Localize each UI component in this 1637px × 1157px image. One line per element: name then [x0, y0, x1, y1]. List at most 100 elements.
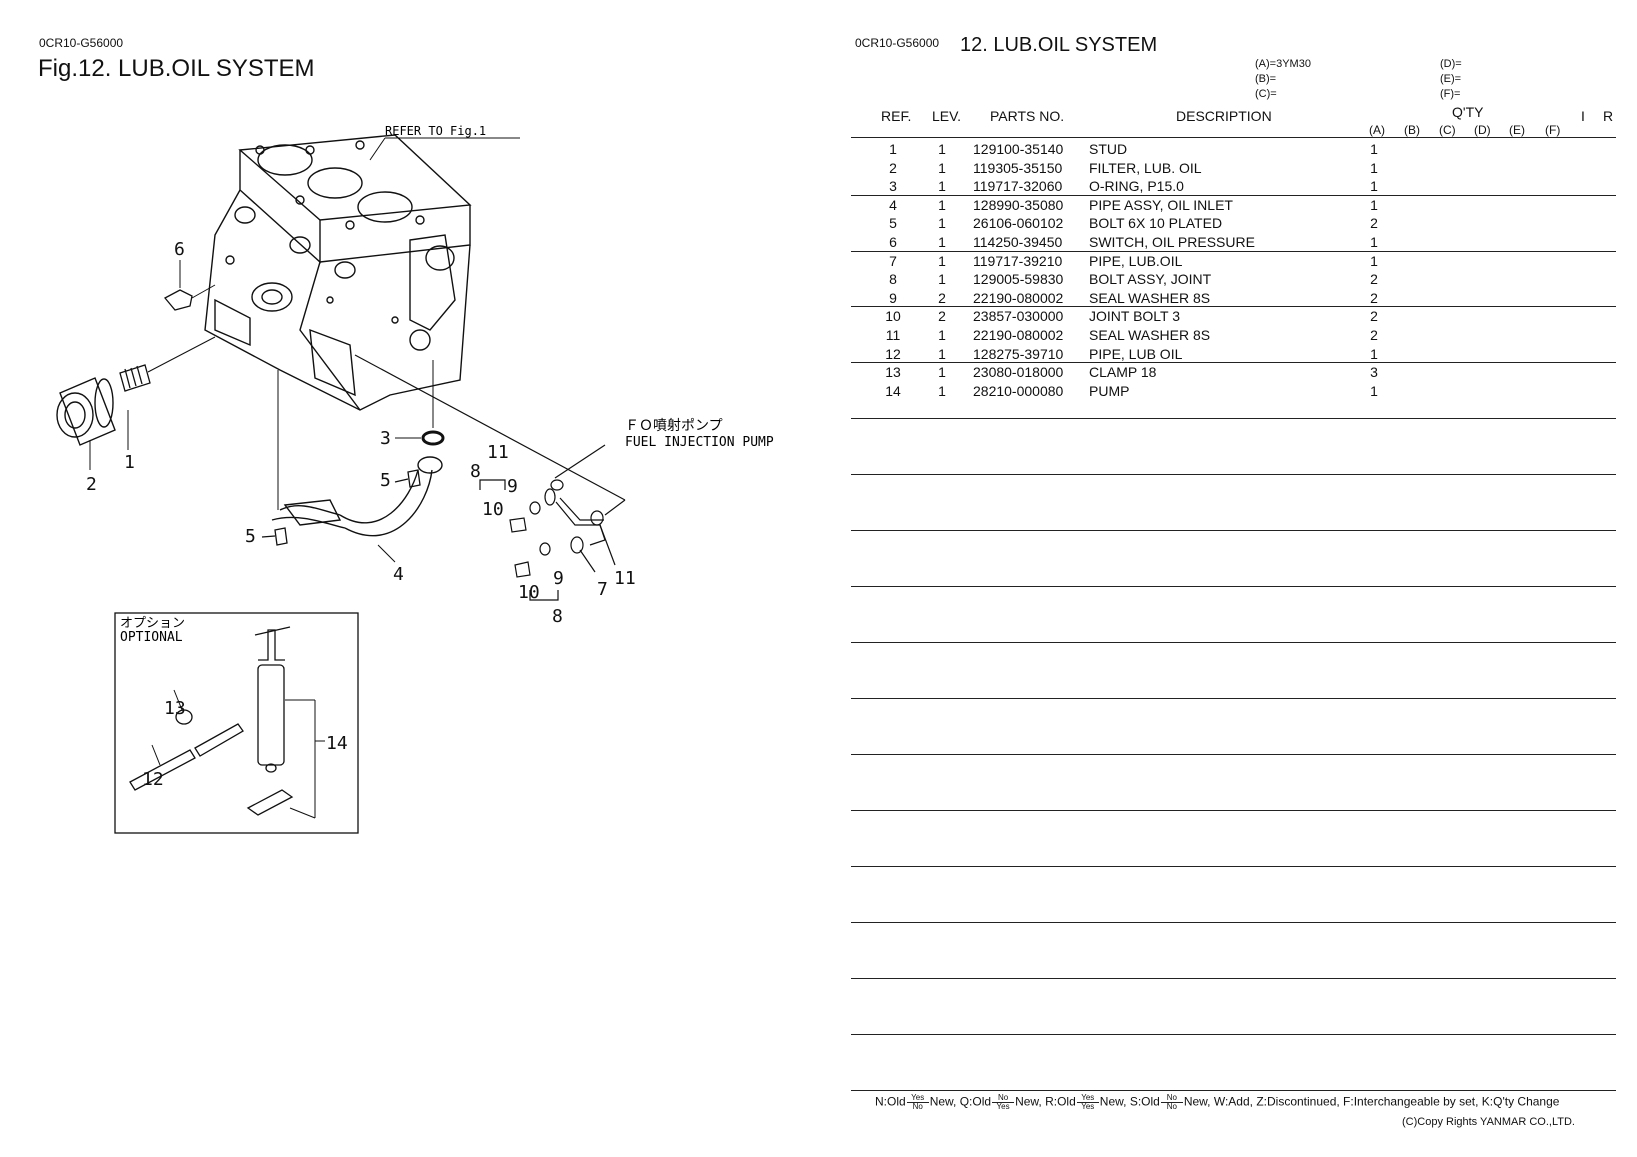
header-ref: REF.	[881, 108, 912, 124]
row-qty-a: 1	[1370, 141, 1378, 157]
table-rule	[851, 922, 1616, 923]
header-i: I	[1581, 108, 1585, 124]
fuel-pump-jp: ＦＯ噴射ポンプ	[625, 418, 723, 434]
engine-block-drawing	[204, 134, 472, 411]
row-qty-a: 1	[1370, 234, 1378, 250]
header-parts-no: PARTS NO.	[990, 108, 1065, 124]
row-description: SEAL WASHER 8S	[1089, 289, 1211, 306]
table-rule	[851, 1034, 1616, 1035]
callout-4: 4	[393, 564, 404, 585]
callout-10b: 10	[518, 582, 540, 603]
row-ref: 7	[889, 252, 897, 269]
row-lev: 1	[938, 178, 946, 195]
row-ref: 3	[889, 178, 897, 195]
exploded-diagram: REFER TO Fig.1	[56, 124, 774, 834]
legend-s-new: New,	[1183, 1094, 1211, 1109]
header-col-a: (A)	[1369, 123, 1385, 137]
header-col-e: (E)	[1509, 123, 1525, 137]
row-part-no: 119717-39210	[973, 252, 1063, 269]
row-ref: 9	[889, 289, 897, 306]
row-part-no: 26106-060102	[973, 215, 1064, 232]
callout-11b: 11	[614, 568, 636, 589]
table-rule	[851, 642, 1616, 643]
row-lev: 1	[938, 215, 946, 232]
row-lev: 1	[938, 364, 946, 381]
callout-numbers: 1 2 3 4 5 5 6 7 8 8 9 9 10 10 11 11 12 1…	[86, 239, 636, 790]
header-r: R	[1603, 108, 1614, 124]
legend-r-label: R:Old	[1045, 1094, 1076, 1109]
legend-n-label: N:Old	[875, 1094, 906, 1109]
row-lev: 2	[938, 289, 946, 306]
row-lev: 1	[938, 159, 946, 176]
row-lev: 2	[938, 308, 946, 325]
table-rule	[851, 474, 1616, 475]
row-ref: 4	[889, 196, 897, 213]
model-a: (A)=3YM30	[1255, 58, 1311, 70]
table-rule	[851, 1090, 1616, 1091]
row-lev: 1	[938, 234, 946, 250]
oil-inlet-pipe-drawing	[271, 370, 443, 563]
legend-n-new: New,	[929, 1094, 957, 1109]
row-description: BOLT 6X 10 PLATED	[1089, 215, 1223, 232]
row-ref: 14	[885, 382, 901, 399]
table-rule	[851, 866, 1616, 867]
row-qty-a: 2	[1370, 215, 1378, 232]
header-col-b: (B)	[1404, 123, 1420, 137]
header-description: DESCRIPTION	[1176, 108, 1272, 124]
row-qty-a: 1	[1370, 178, 1378, 195]
row-ref: 11	[885, 327, 901, 343]
table-rule	[851, 137, 1616, 138]
row-part-no: 28210-000080	[973, 382, 1064, 399]
callout-9a: 9	[507, 476, 518, 497]
row-lev: 1	[938, 141, 946, 157]
row-part-no: 23857-030000	[973, 308, 1064, 325]
callout-8b: 8	[552, 606, 563, 627]
callout-14: 14	[326, 733, 348, 754]
header-col-d: (D)	[1474, 123, 1491, 137]
row-description: CLAMP 18	[1089, 364, 1157, 381]
callout-10a: 10	[482, 499, 504, 520]
table-rule	[851, 195, 1616, 196]
table-rule	[851, 586, 1616, 587]
row-lev: 1	[938, 271, 946, 288]
callout-8a: 8	[470, 461, 481, 482]
row-description: O-RING, P15.0	[1089, 178, 1184, 195]
row-description: SEAL WASHER 8S	[1089, 327, 1211, 343]
row-qty-a: 1	[1370, 196, 1378, 213]
callout-7: 7	[597, 579, 608, 600]
row-part-no: 22190-080002	[973, 289, 1064, 306]
legend-q-new: New,	[1015, 1094, 1042, 1109]
row-part-no: 23080-018000	[973, 364, 1064, 381]
row-qty-a: 1	[1370, 382, 1378, 399]
row-ref: 8	[889, 271, 897, 288]
row-description: STUD	[1089, 141, 1128, 157]
row-qty-a: 2	[1370, 289, 1378, 306]
legend-s-label: S:Old	[1129, 1094, 1160, 1109]
row-part-no: 119305-35150	[973, 159, 1063, 176]
row-description: PIPE, LUB OIL	[1089, 345, 1183, 362]
header-lev: LEV.	[932, 108, 962, 124]
row-qty-a: 3	[1370, 364, 1378, 381]
row-part-no: 119717-32060	[973, 178, 1063, 195]
table-rule	[851, 418, 1616, 419]
row-description: PIPE, LUB.OIL	[1089, 252, 1183, 269]
copyright: (C)Copy Rights YANMAR CO.,LTD.	[1402, 1116, 1575, 1128]
row-part-no: 128275-39710	[973, 345, 1064, 362]
model-d: (D)=	[1440, 58, 1462, 70]
row-ref: 2	[889, 159, 897, 176]
row-lev: 1	[938, 382, 946, 399]
callout-11a: 11	[487, 442, 509, 463]
row-part-no: 128990-35080	[973, 196, 1064, 213]
table-rule	[851, 754, 1616, 755]
model-c: (C)=	[1255, 88, 1277, 100]
row-qty-a: 2	[1370, 308, 1378, 325]
row-qty-a: 1	[1370, 159, 1378, 176]
row-lev: 1	[938, 345, 946, 362]
model-f: (F)=	[1440, 88, 1461, 100]
legend-rest: W:Add, Z:Discontinued, F:Interchangeable…	[1213, 1094, 1560, 1109]
callout-12: 12	[142, 769, 164, 790]
